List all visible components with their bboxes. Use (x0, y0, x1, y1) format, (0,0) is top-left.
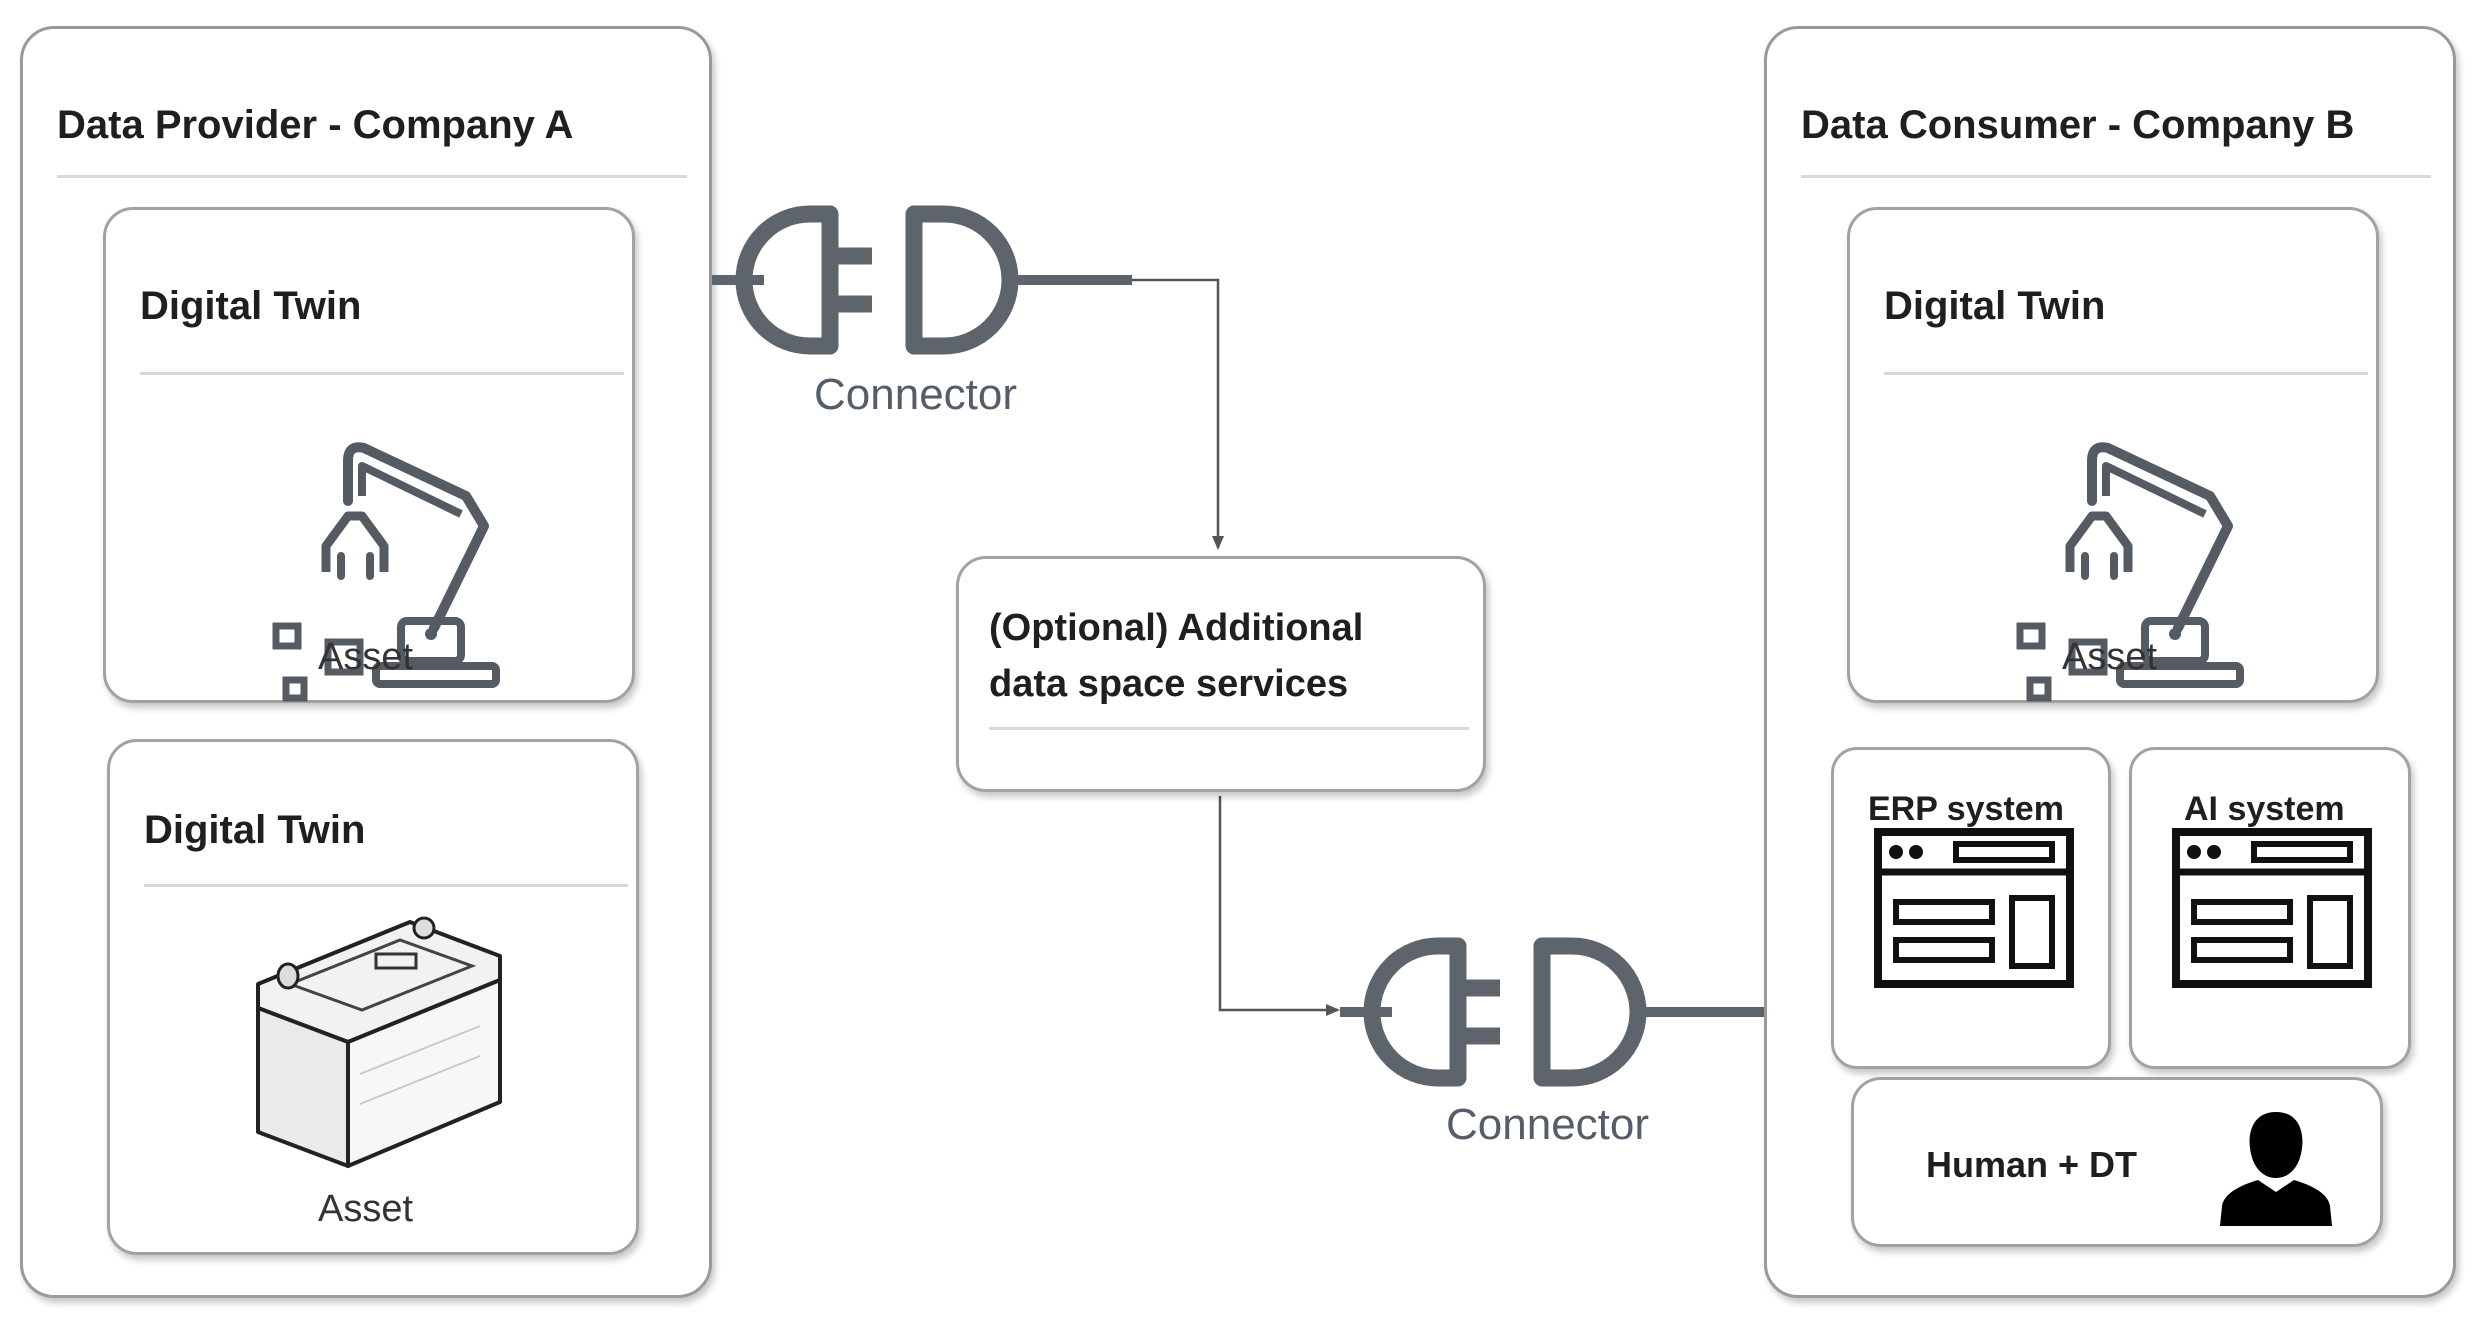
human-dt-card[interactable]: Human + DT (1851, 1077, 2383, 1247)
asset-label: Asset (318, 636, 414, 678)
provider-title: Data Provider - Company A (57, 103, 574, 147)
plug-connector-icon-top (712, 180, 1132, 380)
provider-title-divider (57, 175, 687, 178)
app-window-icon (1874, 828, 2074, 988)
consumer-title: Data Consumer - Company B (1801, 103, 2355, 147)
consumer-panel: Data Consumer - Company B Digital Twin A… (1764, 26, 2456, 1298)
provider-digital-twin-card-1[interactable]: Digital Twin Asset (103, 207, 635, 703)
consumer-digital-twin-card[interactable]: Digital Twin Asset (1847, 207, 2379, 703)
provider-panel: Data Provider - Company A Digital Twin A… (20, 26, 712, 1298)
connector-top-label: Connector (814, 370, 1018, 419)
services-title-line1: (Optional) Additional (989, 607, 1364, 649)
digital-twin-title: Digital Twin (140, 284, 362, 328)
card-title-divider (144, 884, 628, 887)
ai-system-card[interactable]: AI system (2129, 747, 2411, 1069)
card-title-divider (1884, 372, 2368, 375)
person-icon (2220, 1112, 2332, 1226)
human-dt-title: Human + DT (1926, 1144, 2138, 1185)
card-title-divider (140, 372, 624, 375)
battery-icon (256, 916, 502, 1168)
ai-system-title: AI system (2184, 790, 2345, 828)
services-title-line2: data space services (989, 663, 1349, 705)
services-divider (989, 727, 1469, 730)
digital-twin-title: Digital Twin (1884, 284, 2106, 328)
digital-twin-title: Digital Twin (144, 808, 366, 852)
connector-bottom-label: Connector (1446, 1100, 1650, 1149)
provider-digital-twin-card-2[interactable]: Digital Twin Asset (107, 739, 639, 1255)
consumer-title-divider (1801, 175, 2431, 178)
optional-services-card[interactable]: (Optional) Additional data space service… (956, 556, 1486, 792)
asset-label: Asset (2062, 636, 2158, 678)
plug-connector-icon-bottom (1340, 912, 1764, 1112)
asset-label: Asset (318, 1188, 414, 1230)
erp-system-card[interactable]: ERP system (1831, 747, 2111, 1069)
erp-system-title: ERP system (1868, 790, 2064, 828)
app-window-icon (2172, 828, 2372, 988)
